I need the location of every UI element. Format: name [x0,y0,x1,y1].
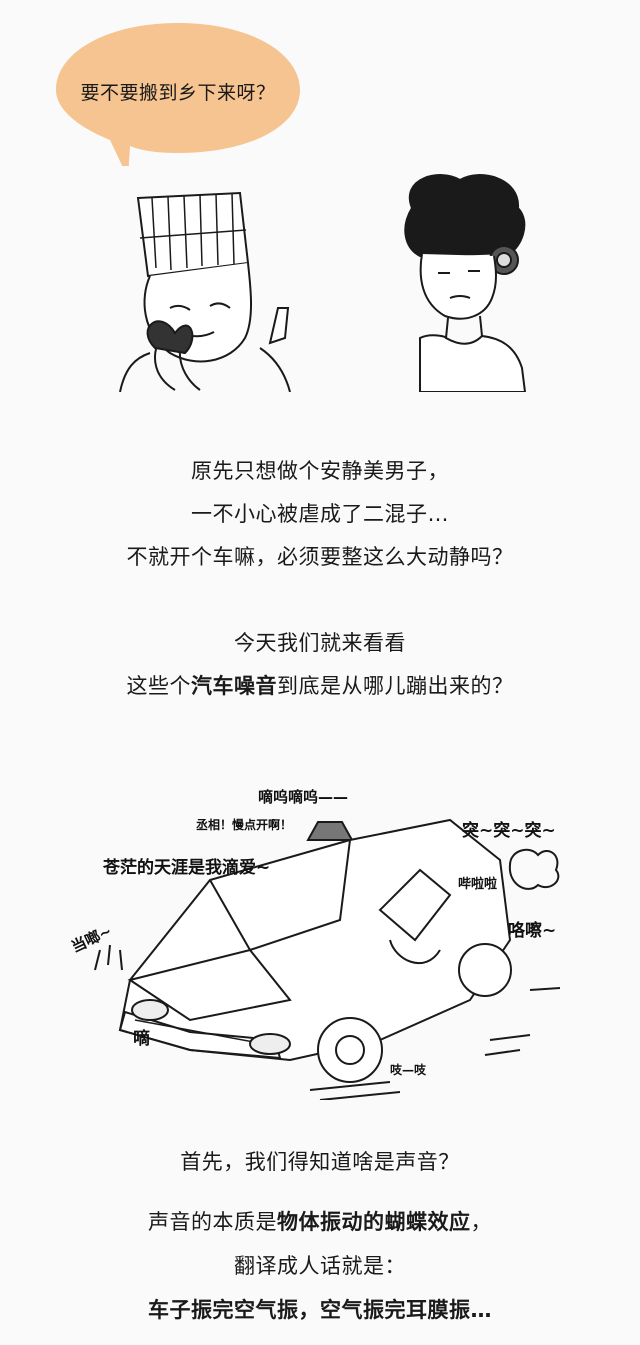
sfx-zhi: 吱—吱 [390,1063,427,1077]
sfx-gelian: 咯嚓~ [508,921,557,941]
illustration-characters [119,174,527,392]
sound-line-1-post: ， [470,1210,492,1234]
feather-fan [146,320,194,355]
sound-line-1-bold: 物体振动的蝴蝶效应 [277,1210,471,1234]
sfx-sing: 苍茫的天涯是我滴爱~ [103,858,271,878]
exhaust-smoke [508,848,560,890]
bubble-text: 要不要搬到乡下来呀？ [80,82,276,104]
boy-hair [404,174,526,258]
intro-line-1: 原先只想做个安静美男子， [191,459,449,483]
front-wheel [317,1017,383,1083]
sound-line-3: 车子振完空气振，空气振完耳膜振… [148,1298,492,1322]
sfx-pila: 哔啦啦 [458,877,498,892]
today-line-2-post: 到底是从哪儿蹦出来的？ [277,674,514,698]
today-line-2: 这些个汽车噪音到底是从哪儿蹦出来的？ [0,670,640,700]
sfx-siren: 嘀呜嘀呜—— [258,788,349,806]
intro-line-2: 一不小心被虐成了二混子… [191,502,449,526]
sound-line-1: 声音的本质是物体振动的蝴蝶效应， [0,1206,640,1236]
sound-line-2: 翻译成人话就是： [234,1254,406,1278]
bubble-shape [56,23,300,166]
intro-line-3: 不就开个车嘛，必须要整这么大动静吗？ [126,545,514,569]
speech-bubble [56,23,300,166]
rear-wheel [458,943,512,997]
siren-light [306,821,354,841]
driver-hat [378,868,452,942]
sfx-di: 嘀 [133,1029,150,1049]
sound-line-1-pre: 声音的本质是 [148,1210,277,1234]
boy-face [419,253,497,320]
sound-question: 首先，我们得知道啥是声音？ [180,1150,460,1174]
sfx-plea: 丞相！慢点开啊！ [196,818,293,832]
sfx-tu: 突~突~突~ [462,821,556,841]
today-line-2-bold: 汽车噪音 [191,674,277,698]
illustration-car [94,818,561,1100]
today-line-2-pre: 这些个 [126,674,191,698]
pointing-hand [268,307,290,345]
boy-shirt [419,334,527,392]
today-line-1: 今天我们就来看看 [234,631,406,655]
